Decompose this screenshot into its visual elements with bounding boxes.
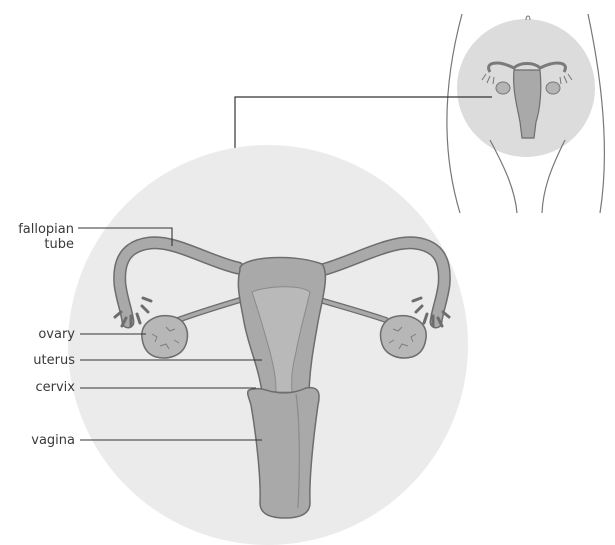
label-vagina: vagina <box>31 433 75 448</box>
body-left-outline <box>447 14 462 213</box>
label-fallopian-line1: fallopian <box>18 222 74 237</box>
left-ovary-icon <box>142 316 188 358</box>
label-fallopian-tube: fallopian tube <box>18 222 74 252</box>
label-fallopian-line2: tube <box>18 237 74 252</box>
label-uterus: uterus <box>33 353 75 368</box>
body-inset-icon <box>447 14 605 213</box>
body-right-outline <box>588 14 604 213</box>
label-ovary: ovary <box>38 327 75 342</box>
label-cervix: cervix <box>36 380 76 395</box>
right-ovary-icon <box>381 316 427 358</box>
